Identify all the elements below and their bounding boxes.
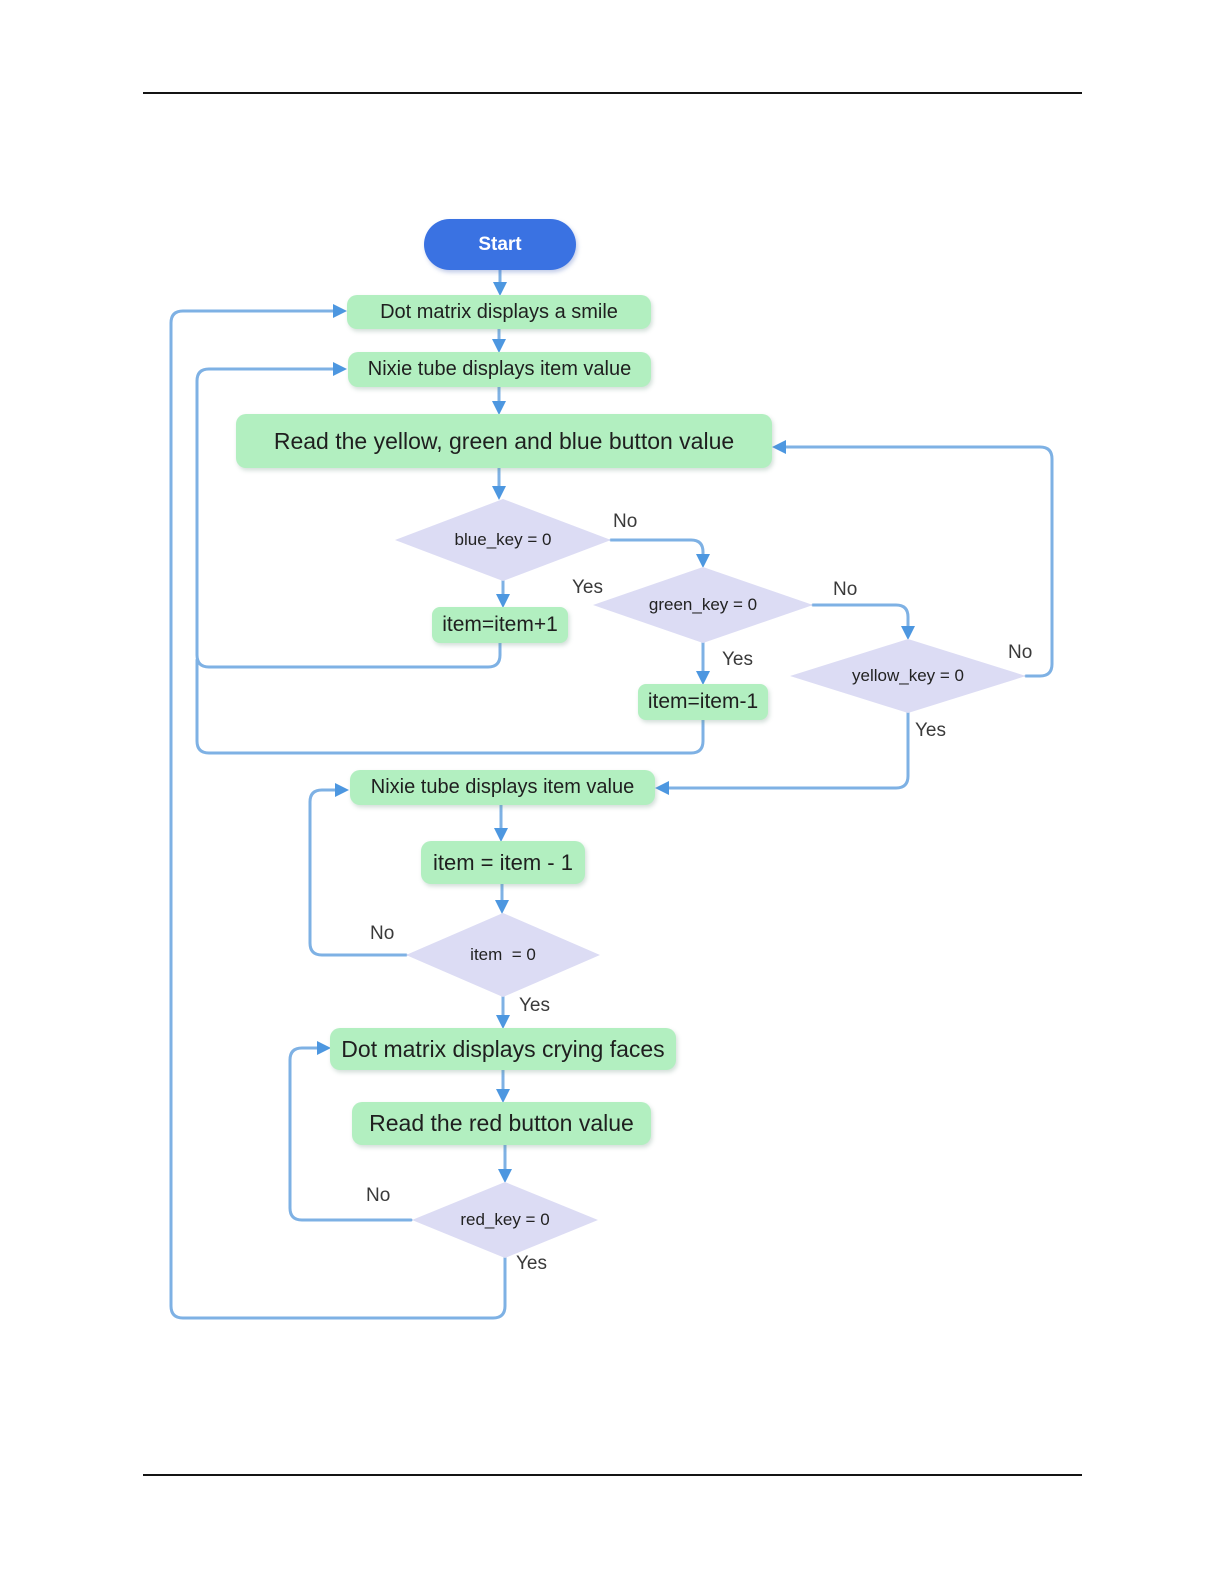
- arrow-left-icon: [772, 440, 786, 454]
- edge-label-yellow-yes: Yes: [915, 720, 946, 741]
- arrow-down-icon: [496, 1089, 510, 1103]
- edge-redkey-no: [288, 1046, 413, 1222]
- decision-red-key-label: red_key = 0: [460, 1210, 550, 1229]
- node-read-red-button: Read the red button value: [352, 1102, 651, 1145]
- node-read-red-button-label: Read the red button value: [369, 1110, 634, 1136]
- decision-blue-key: [395, 499, 611, 581]
- node-item-minus: item=item-1: [638, 684, 768, 720]
- decision-yellow-key-label: yellow_key = 0: [852, 666, 964, 685]
- edge-yellowkey-yes: [663, 711, 910, 790]
- edge-greenkey-no: [811, 603, 910, 633]
- node-nixie-display-1-label: Nixie tube displays item value: [367, 358, 632, 380]
- edge-label-blue-no: No: [613, 511, 638, 532]
- node-start-label: Start: [478, 233, 522, 255]
- page-bottom-rule: [143, 1474, 1082, 1476]
- arrow-down-icon: [494, 828, 508, 842]
- edge-label-red-yes: Yes: [516, 1253, 547, 1274]
- edge-redkey-yes: [169, 309, 507, 1320]
- edge-label-blue-yes: Yes: [572, 577, 603, 598]
- decision-green-key-label: green_key = 0: [648, 595, 758, 614]
- decision-green-key: [593, 567, 813, 643]
- decision-blue-key-label: blue_key = 0: [454, 530, 552, 549]
- edge-itemminus-loop: [195, 658, 705, 755]
- node-nixie-display-1: Nixie tube displays item value: [348, 352, 651, 387]
- node-crying-faces: Dot matrix displays crying faces: [330, 1028, 676, 1070]
- arrow-down-icon: [496, 1015, 510, 1029]
- node-read-ygb-buttons: Read the yellow, green and blue button v…: [236, 414, 772, 468]
- edge-itemplus-loop: [195, 367, 502, 669]
- edge-label-red-no: No: [366, 1185, 391, 1206]
- page-top-rule: [143, 92, 1082, 94]
- edge-bluekey-no: [609, 538, 705, 561]
- decision-red-key: [412, 1182, 598, 1258]
- node-item-plus: item=item+1: [432, 607, 568, 643]
- node-read-ygb-buttons-label: Read the yellow, green and blue button v…: [273, 427, 735, 454]
- decision-diamonds: [395, 499, 1026, 1258]
- node-item-minus-label: item=item-1: [647, 690, 759, 713]
- node-start: Start: [424, 219, 576, 270]
- node-smile-label: Dot matrix displays a smile: [380, 300, 618, 323]
- arrow-down-icon: [492, 486, 506, 500]
- arrow-right-icon: [333, 304, 347, 318]
- decision-yellow-key: [790, 639, 1026, 713]
- node-nixie-display-2: Nixie tube displays item value: [350, 770, 655, 805]
- arrow-down-icon: [696, 671, 710, 685]
- arrow-right-icon: [333, 362, 347, 376]
- node-smile: Dot matrix displays a smile: [347, 295, 651, 329]
- arrow-right-icon: [317, 1041, 331, 1055]
- edge-label-green-yes: Yes: [722, 649, 753, 670]
- decision-item-zero: [406, 913, 600, 997]
- edge-label-item-no: No: [370, 923, 395, 944]
- arrow-right-icon: [335, 783, 349, 797]
- arrow-down-icon: [493, 282, 507, 296]
- edge-label-green-no: No: [833, 579, 858, 600]
- arrow-left-icon: [655, 781, 669, 795]
- arrowheads: [317, 282, 915, 1183]
- node-item-decrement: item = item - 1: [421, 841, 585, 884]
- arrow-down-icon: [496, 594, 510, 608]
- arrow-down-icon: [492, 339, 506, 353]
- arrow-down-icon: [901, 626, 915, 640]
- edge-itemzero-no: [308, 788, 408, 957]
- arrow-down-icon: [696, 554, 710, 568]
- node-item-decrement-label: item = item - 1: [433, 849, 573, 875]
- arrow-down-icon: [495, 900, 509, 914]
- node-crying-faces-label: Dot matrix displays crying faces: [341, 1035, 665, 1062]
- edge-label-yellow-no: No: [1008, 642, 1033, 663]
- node-nixie-display-2-label: Nixie tube displays item value: [370, 776, 635, 798]
- node-item-plus-label: item=item+1: [442, 613, 558, 636]
- edge-yellowkey-no: [780, 445, 1054, 678]
- arrow-down-icon: [492, 401, 506, 415]
- arrow-down-icon: [498, 1169, 512, 1183]
- decision-item-zero-label: item = 0: [470, 945, 536, 964]
- edge-label-item-yes: Yes: [519, 995, 550, 1016]
